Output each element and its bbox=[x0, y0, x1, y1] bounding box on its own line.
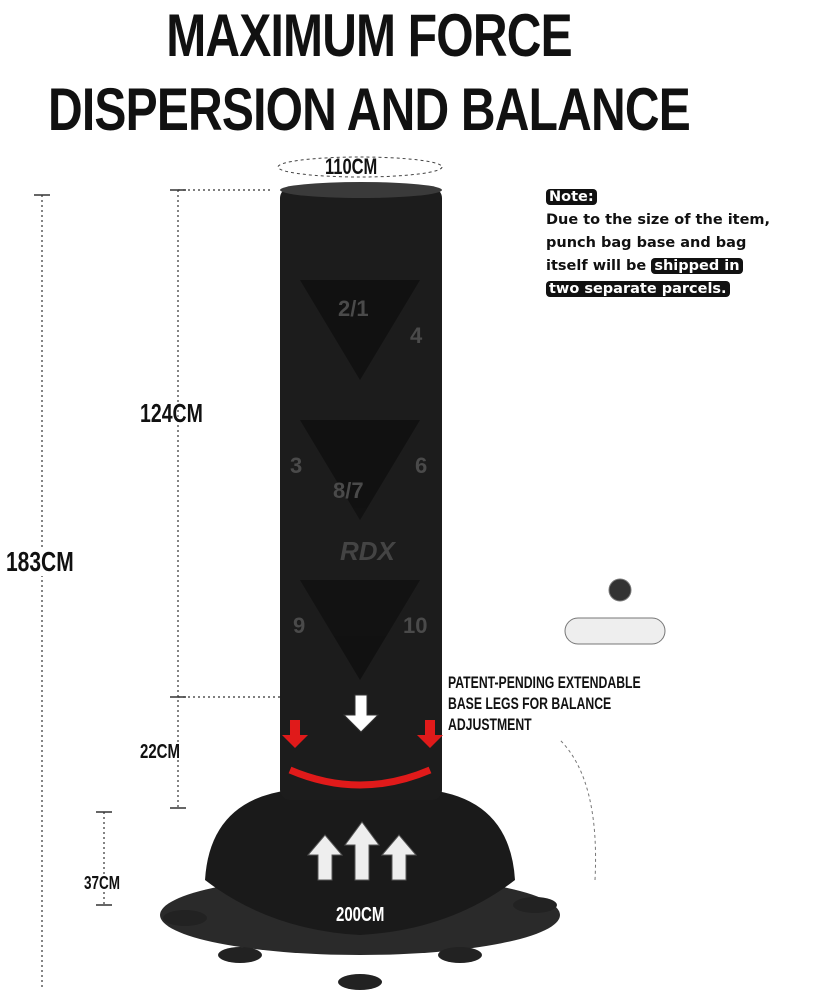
bag-height-label: 124CM bbox=[140, 398, 203, 428]
feature-line-1: PATENT-PENDING EXTENDABLE bbox=[448, 673, 641, 692]
bag-number-8-7: 8/7 bbox=[333, 478, 364, 503]
feature-line-3: ADJUSTMENT bbox=[448, 715, 532, 734]
headline-line-1: MAXIMUM FORCE bbox=[166, 2, 572, 69]
note-line-1: Due to the size of the item, bbox=[546, 212, 771, 228]
leg-detail bbox=[559, 578, 666, 881]
diameter-ring bbox=[277, 156, 443, 178]
bag-number-4: 4 bbox=[410, 323, 423, 348]
target-zones bbox=[300, 280, 420, 680]
feature-line-2: BASE LEGS FOR BALANCE bbox=[448, 694, 612, 713]
bag-number-6: 6 bbox=[415, 453, 428, 478]
note-label: Note: bbox=[546, 189, 597, 205]
total-height-label: 183CM bbox=[6, 546, 74, 577]
note-line-3: itself will be bbox=[546, 258, 652, 274]
down-arrow-icon bbox=[342, 694, 380, 733]
note-highlight-1: shipped in bbox=[651, 258, 743, 274]
shipping-note: Note: Due to the size of the item, punch… bbox=[546, 186, 770, 301]
collar-height-label: 22CM bbox=[140, 741, 181, 763]
rotation-arrow bbox=[288, 766, 432, 789]
brand-logo: RDX bbox=[340, 536, 397, 566]
force-up-arrows bbox=[306, 821, 418, 881]
dimension-ticks bbox=[34, 189, 186, 906]
feature-callout: PATENT-PENDING EXTENDABLE BASE LEGS FOR … bbox=[448, 672, 714, 735]
diameter-label: 110CM bbox=[325, 154, 378, 179]
headline-line-2: DISPERSION AND BALANCE bbox=[47, 76, 691, 143]
bag-number-3: 3 bbox=[290, 453, 303, 478]
base-height-label: 37CM bbox=[84, 873, 121, 893]
base-feet bbox=[163, 897, 557, 990]
base-width-label: 200CM bbox=[336, 904, 385, 926]
red-down-arrows bbox=[282, 720, 443, 748]
bag-number-9: 9 bbox=[293, 613, 306, 638]
dimension-lines bbox=[41, 189, 290, 990]
note-highlight-2: two separate parcels. bbox=[546, 281, 730, 297]
bag-number-2-1: 2/1 bbox=[338, 296, 369, 321]
bag-number-10: 10 bbox=[403, 613, 428, 638]
note-line-2: punch bag base and bag bbox=[546, 235, 747, 251]
